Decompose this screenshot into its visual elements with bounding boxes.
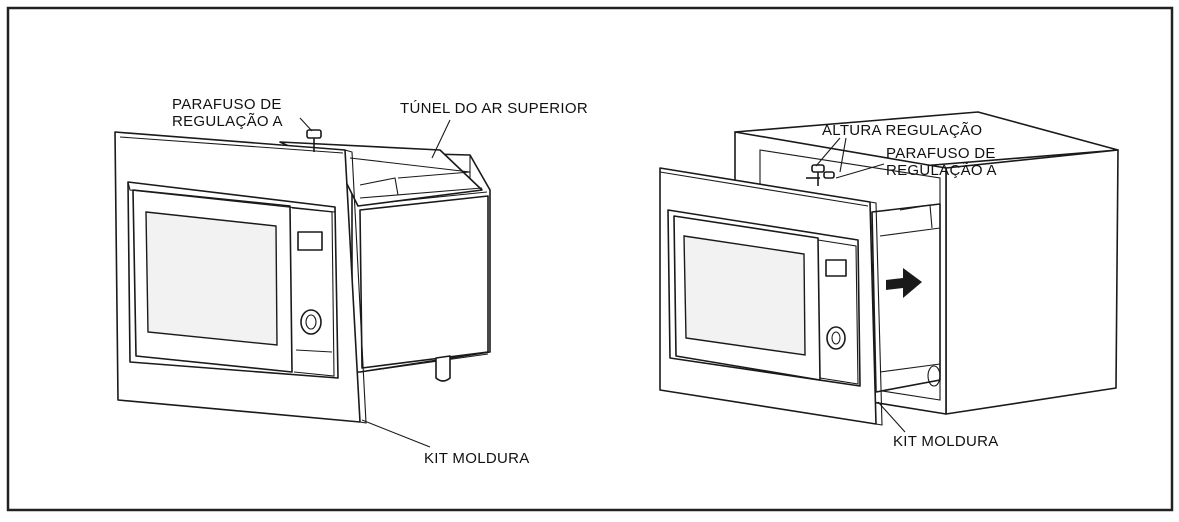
left-control-panel: [291, 207, 335, 377]
right-adjust-screw-icon: [806, 164, 835, 186]
label-right-frame-kit: KIT MOLDURA: [893, 433, 999, 450]
right-push-arrow-icon: [886, 268, 922, 298]
right-oven-body: [871, 203, 941, 393]
label-right-adjust-screw: PARAFUSO DE REGULAÇÃO A: [886, 145, 997, 179]
leader-right-screw: [835, 163, 885, 179]
left-microwave-door: [127, 181, 339, 379]
label-right-height-adjust: ALTURA REGULAÇÃO: [822, 122, 983, 139]
right-control-panel: [817, 239, 859, 385]
leader-left-frame: [361, 419, 431, 448]
right-cabinet-assembly: [659, 111, 1119, 433]
left-microwave-assembly: [114, 117, 491, 448]
right-microwave-door: [667, 209, 861, 387]
left-adjust-screw-icon: [306, 129, 322, 152]
label-left-adjust-screw: PARAFUSO DE REGULAÇÃO A: [172, 96, 283, 130]
leader-right-height: [815, 137, 841, 167]
diagram-border: [6, 6, 1174, 512]
leader-right-height-2: [839, 137, 847, 173]
left-oven-body: [351, 151, 491, 382]
leader-right-frame: [877, 401, 906, 433]
label-left-top-air-tunnel: TÚNEL DO AR SUPERIOR: [400, 100, 588, 117]
leader-left-screw: [299, 117, 313, 132]
leader-left-tunnel: [431, 119, 451, 159]
label-left-frame-kit: KIT MOLDURA: [424, 450, 530, 467]
